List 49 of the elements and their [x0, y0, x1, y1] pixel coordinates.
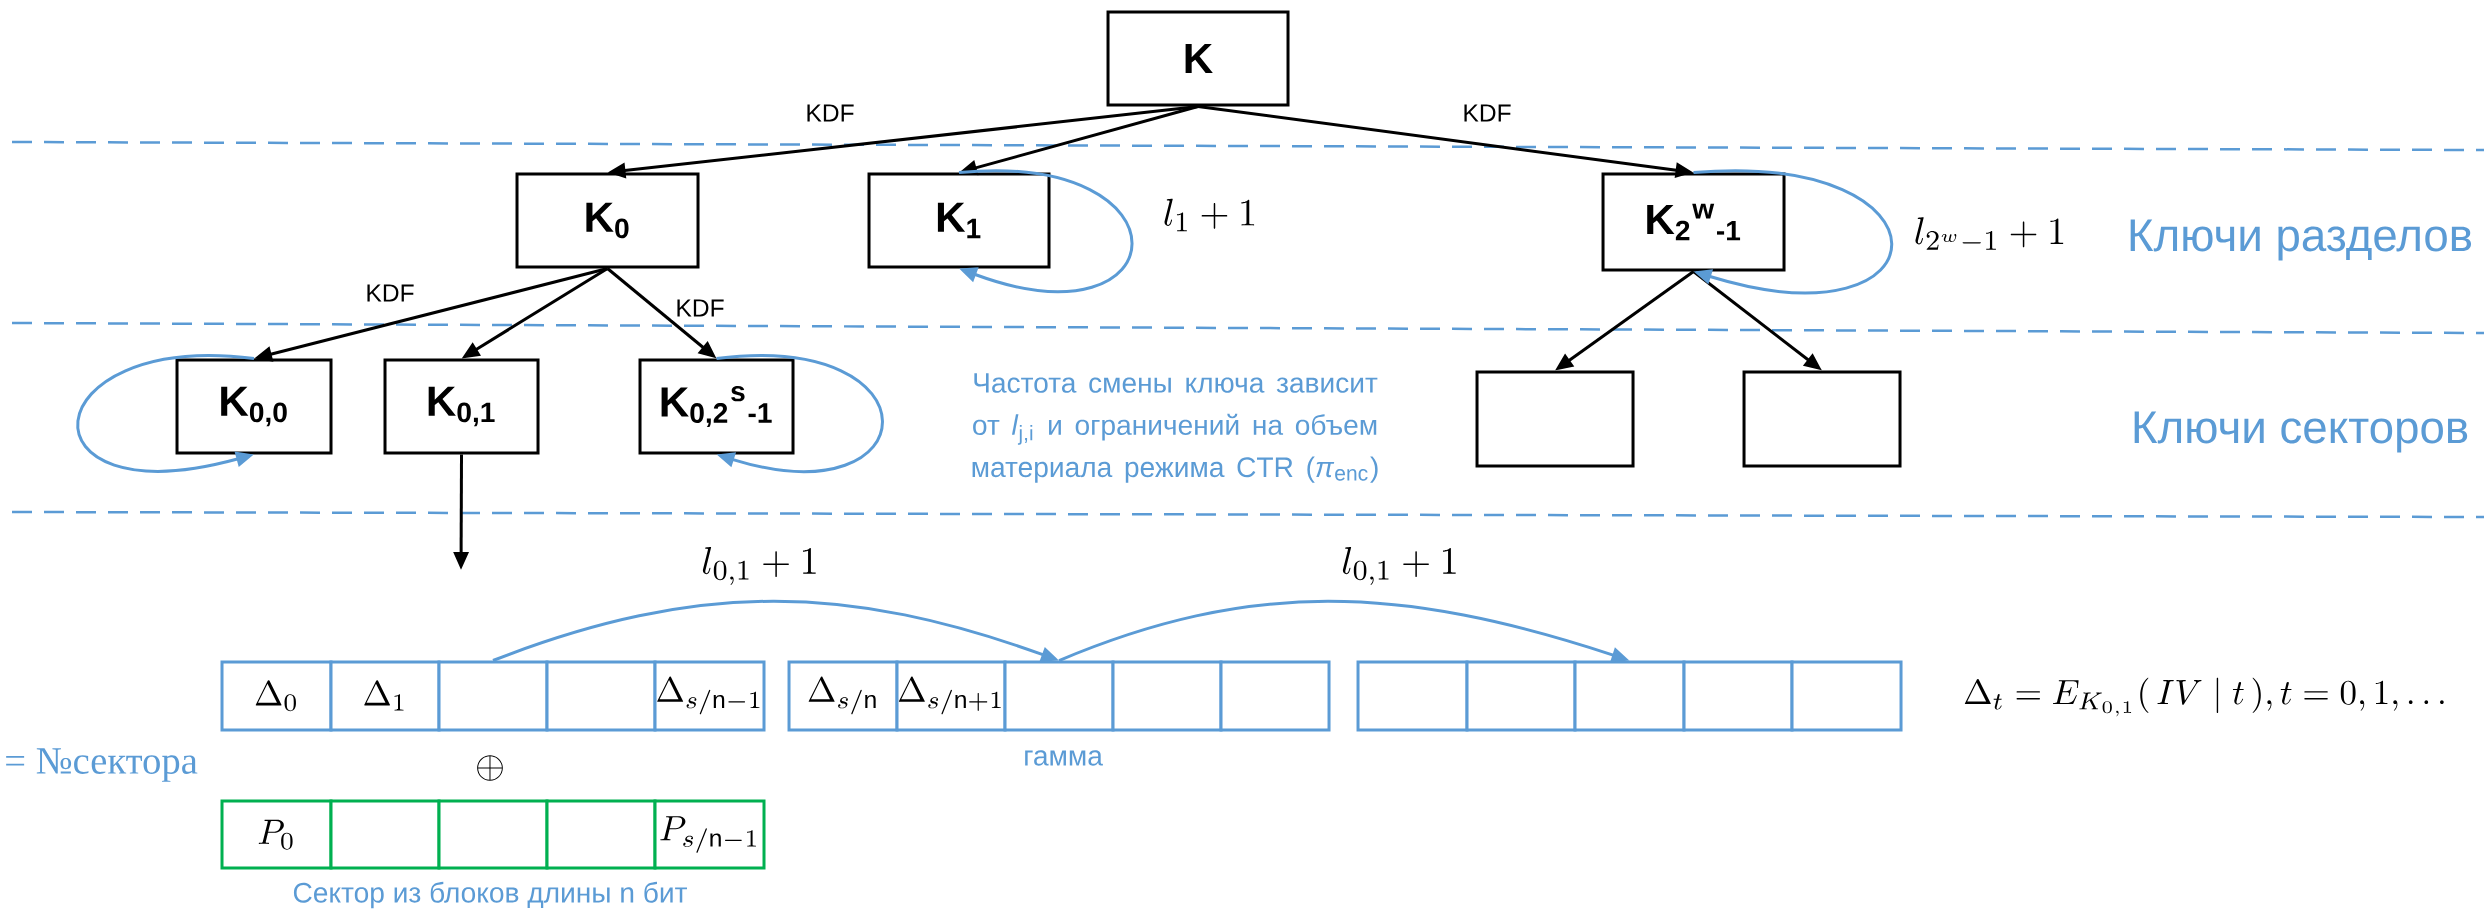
- gamma-cell: $\Delta_1$: [329, 660, 441, 732]
- plaintext-cell: [545, 799, 657, 870]
- edge-label: $l_{2^w-1} + 1$: [1910, 213, 2070, 257]
- caption: гамма: [1025, 750, 1103, 766]
- key-box: K$_{1}$: [867, 172, 1051, 269]
- gamma-cell: [1790, 660, 1903, 732]
- formula: $\Delta_t = E_{K_{0,1}}(\,IV \mid t\,), t = 0,1,\ldots$: [1964, 677, 2444, 717]
- equation-fragment: = №сектора: [6, 748, 198, 782]
- note-text: Частота смены ключа зависит от l$_{j,i}$ и ограничений на объем материала режима CTR (π$_{enc}$): [972, 373, 1378, 483]
- key-box: K$_{2}$w-1: [1601, 172, 1786, 272]
- key-box: K: [1106, 10, 1290, 107]
- key-box: K$_{0,1}$: [383, 358, 540, 455]
- plaintext-cell: [437, 799, 549, 870]
- edge-label: KDF: [801, 101, 859, 125]
- key-box: K$_{0}$: [515, 172, 700, 269]
- key-box: K$_{0,2}$s-1: [638, 358, 795, 455]
- gamma-cell: $\Delta_{s/\mathrm{n}}$: [787, 660, 899, 732]
- gamma-cell: $\Delta_0$: [220, 660, 333, 732]
- edge-label: KDF: [1458, 101, 1516, 125]
- loop-arrow: [958, 169, 1134, 293]
- plaintext-cell: $P_{s/\mathrm{n}-1}$: [653, 799, 766, 870]
- edge-label: $l_1 + 1$: [1159, 195, 1261, 235]
- edge-label: KDF: [361, 281, 419, 305]
- caption: Сектор из блоков длины n бит: [293, 881, 687, 909]
- gamma-cell: [1219, 660, 1331, 732]
- loop-arrow: [76, 354, 255, 473]
- gamma-cell: $\Delta_{s/\mathrm{n}+1}$: [895, 660, 1007, 732]
- key-box: [1475, 370, 1635, 468]
- gamma-cell: [437, 660, 549, 732]
- gamma-cell: [1682, 660, 1794, 732]
- key-box: [1742, 370, 1902, 468]
- section-label: Ключи разделов: [2130, 219, 2472, 261]
- gamma-cell: [1573, 660, 1686, 732]
- key-box: K$_{0,0}$: [175, 358, 333, 455]
- plaintext-cell: [329, 799, 441, 870]
- gamma-cell: [1003, 660, 1115, 732]
- gamma-cell: $\Delta_{s/\mathrm{n}-1}$: [653, 660, 766, 732]
- gamma-cell: [1356, 660, 1469, 732]
- loop-arrow: [716, 354, 884, 473]
- gamma-cell: [1465, 660, 1577, 732]
- edge-label: $l_{0,1} + 1$: [697, 543, 823, 589]
- plaintext-cell: $P_0$: [220, 799, 333, 870]
- gamma-cell: [545, 660, 657, 732]
- section-label: Ключи секторов: [2134, 411, 2468, 453]
- edge-label: $l_{0,1} + 1$: [1337, 543, 1463, 589]
- loop-arrow: [1693, 169, 1893, 295]
- edge-label: KDF: [671, 296, 729, 320]
- gamma-cell: [1111, 660, 1223, 732]
- xor-symbol: $\oplus$: [477, 755, 503, 781]
